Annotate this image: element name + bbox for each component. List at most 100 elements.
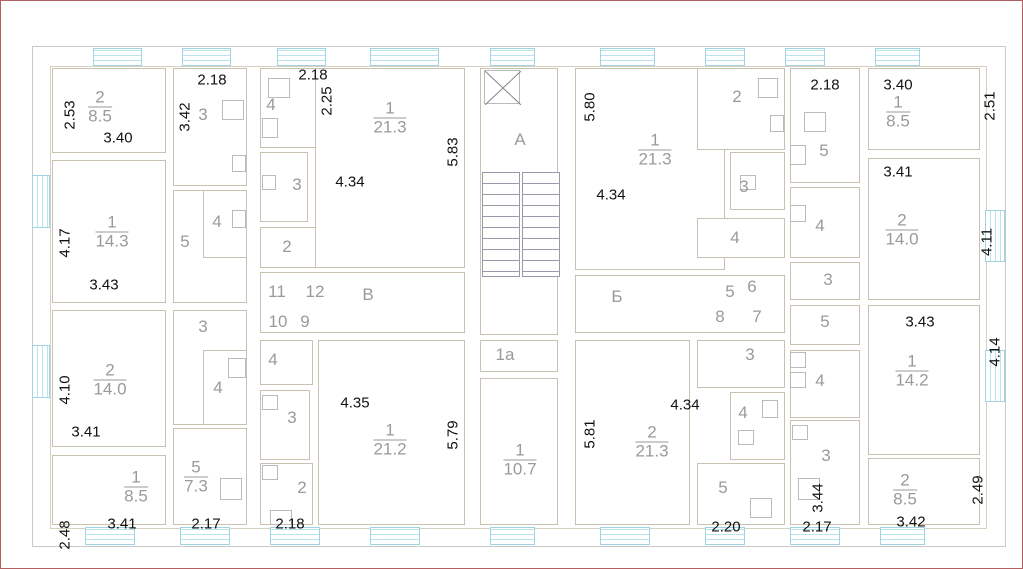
plumbing-fixture-icon xyxy=(262,395,278,410)
room xyxy=(868,158,980,300)
dimension-label: 2.18 xyxy=(197,71,227,89)
room-number: 3 xyxy=(745,345,755,364)
plumbing-fixture-icon xyxy=(770,115,784,132)
stairs-right xyxy=(522,172,560,277)
plumbing-fixture-icon xyxy=(798,478,820,500)
room-number: 5 xyxy=(820,312,830,331)
room xyxy=(697,218,785,258)
window xyxy=(270,527,320,545)
room xyxy=(575,275,785,333)
room-label: 4 xyxy=(266,96,275,114)
plumbing-fixture-icon xyxy=(220,478,242,500)
room-label: 11 xyxy=(268,283,286,301)
stairs-left xyxy=(482,172,520,277)
room-area: 14.2 xyxy=(895,370,929,390)
room xyxy=(52,68,166,153)
plumbing-fixture-icon xyxy=(790,205,806,222)
room-number: 1 xyxy=(373,421,407,441)
room-area: 21.2 xyxy=(373,439,407,459)
room xyxy=(868,305,980,455)
plumbing-fixture-icon xyxy=(804,112,826,132)
room-number: 6 xyxy=(747,277,757,296)
room xyxy=(260,390,310,460)
room-number: 1 xyxy=(886,93,910,113)
dimension-label: 3.43 xyxy=(89,276,119,294)
window xyxy=(705,527,745,545)
window xyxy=(875,48,920,66)
dimension-label: 5.83 xyxy=(444,137,462,167)
room-number: 9 xyxy=(300,312,310,331)
window xyxy=(705,48,745,66)
room-label: А xyxy=(514,131,525,149)
room xyxy=(790,187,860,258)
room-label: 2 xyxy=(282,238,291,256)
room-label: 12 xyxy=(306,283,325,301)
plumbing-fixture-icon xyxy=(262,118,278,138)
room-label: 3 xyxy=(292,176,301,194)
room-number: 11 xyxy=(268,282,286,301)
room-number: 1 xyxy=(373,99,407,119)
room xyxy=(203,190,247,258)
room-area: 21.3 xyxy=(638,149,672,169)
plumbing-fixture-icon xyxy=(792,425,808,440)
room-area: 14.0 xyxy=(93,379,127,399)
room-label: 3 xyxy=(198,106,207,124)
room-number: 7 xyxy=(752,307,762,326)
room-label: 2 xyxy=(732,88,741,106)
room-number: 8 xyxy=(715,307,725,326)
plumbing-fixture-icon xyxy=(228,358,246,378)
room-label: 3 xyxy=(821,447,830,465)
room xyxy=(260,272,465,333)
room-number: 1 xyxy=(95,213,129,233)
room xyxy=(697,463,785,525)
window xyxy=(32,175,50,228)
room-number: 2 xyxy=(893,471,917,491)
dimension-label: 3.41 xyxy=(71,423,101,441)
dimension-label: 3.40 xyxy=(103,129,133,147)
room-number: 1 xyxy=(503,441,537,461)
room-number: 4 xyxy=(815,371,825,390)
room-number: 2 xyxy=(732,87,742,106)
dimension-label: 2.20 xyxy=(711,518,741,536)
room-label: 5 xyxy=(820,313,829,331)
room xyxy=(790,262,860,300)
room xyxy=(260,340,313,385)
room-number: 4 xyxy=(266,95,276,114)
room xyxy=(480,340,558,372)
window xyxy=(985,210,1005,262)
room-number: 3 xyxy=(292,175,302,194)
dimension-label: 4.34 xyxy=(335,173,365,191)
window xyxy=(180,527,230,545)
window xyxy=(32,345,50,398)
dimension-label: 2.18 xyxy=(810,76,840,94)
room-label: 3 xyxy=(198,318,207,336)
room-label: В xyxy=(362,286,373,304)
room xyxy=(868,458,980,525)
room-number: 3 xyxy=(198,105,208,124)
room xyxy=(575,340,690,525)
room-area: 21.3 xyxy=(635,441,669,461)
window xyxy=(370,527,420,545)
room-area: 10.7 xyxy=(503,459,537,479)
room-number: 10 xyxy=(268,312,288,331)
dimension-label: 3.41 xyxy=(107,515,137,533)
room-label: 7 xyxy=(752,308,761,326)
room-number: 1а xyxy=(495,345,515,364)
plumbing-fixture-icon xyxy=(262,175,276,190)
room xyxy=(697,68,785,150)
room-number: А xyxy=(514,130,526,149)
room xyxy=(52,310,166,447)
room xyxy=(730,152,785,210)
window xyxy=(490,527,535,545)
dimension-label: 2.49 xyxy=(969,475,987,505)
room-area: 14.0 xyxy=(885,229,919,249)
room-number: 3 xyxy=(287,408,297,427)
room-number: 2 xyxy=(885,211,919,231)
